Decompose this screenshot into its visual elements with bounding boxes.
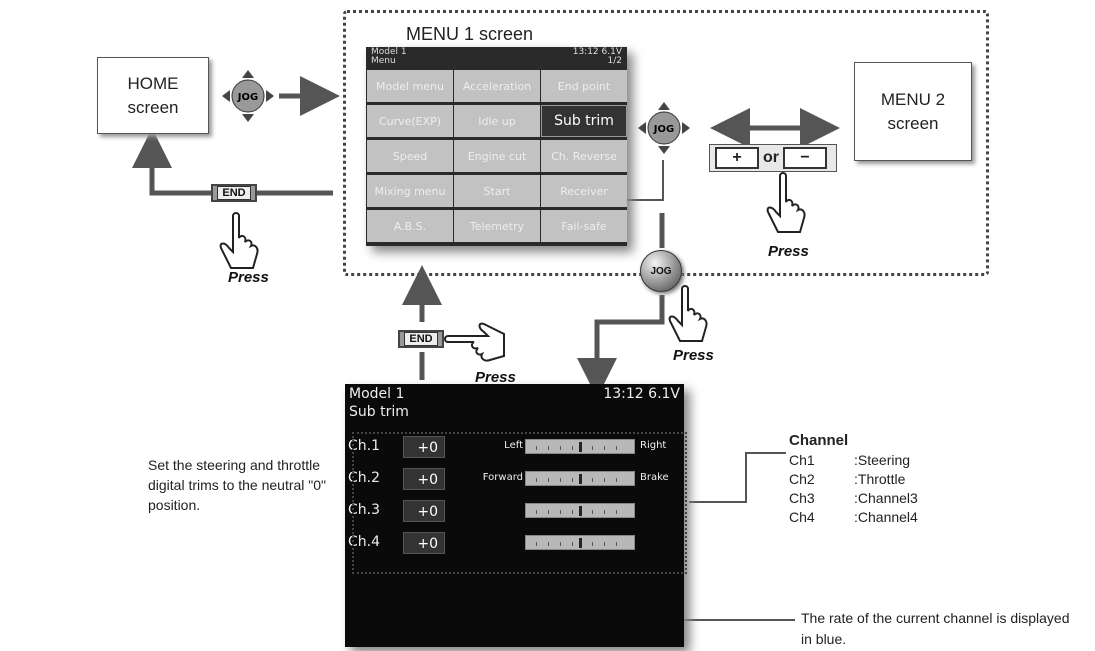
menu1-title: Menu xyxy=(371,56,396,66)
menu-item-mixing-menu[interactable]: Mixing menu xyxy=(367,175,453,207)
home-box-line2: screen xyxy=(127,97,179,117)
minus-key[interactable]: − xyxy=(783,147,827,169)
menu-item-idle-up[interactable]: Idle up xyxy=(454,105,540,137)
menu1-model: Model 1 xyxy=(371,47,407,57)
trim-bar xyxy=(525,471,635,486)
end-button-bottom[interactable]: END xyxy=(398,330,444,348)
legend-key: Ch1 xyxy=(789,452,815,468)
jog-press-label: JOG xyxy=(640,250,682,292)
home-box-line1: HOME xyxy=(127,73,179,93)
menu-item-end-point[interactable]: End point xyxy=(541,70,627,102)
channel-value[interactable]: +0 xyxy=(403,468,445,490)
channel-legend-title: Channel xyxy=(789,432,849,449)
sub-trim-status: 13:12 6.1V xyxy=(603,386,680,402)
jog-dial-icon-right[interactable]: JOG xyxy=(638,102,690,154)
menu-item-ch-reverse[interactable]: Ch. Reverse xyxy=(541,140,627,172)
legend-value: :Channel3 xyxy=(854,490,918,506)
trim-right-label: Brake xyxy=(640,472,669,483)
home-screen-box: HOME screen xyxy=(97,57,209,134)
channel-label: Ch.2 xyxy=(348,470,381,486)
press-label-end: Press xyxy=(475,369,516,386)
legend-key: Ch2 xyxy=(789,471,815,487)
channel-row: Ch.3 +0 xyxy=(345,500,684,524)
pressing-hand-icon-left xyxy=(219,212,259,269)
sub-trim-title: Sub trim xyxy=(349,404,409,420)
menu-item-engine-cut[interactable]: Engine cut xyxy=(454,140,540,172)
menu1-page: 1/2 xyxy=(607,56,622,66)
end-button[interactable]: END xyxy=(211,184,257,202)
end-button-bottom-label: END xyxy=(404,332,438,346)
channel-label: Ch.4 xyxy=(348,534,381,550)
jog-press-icon[interactable]: JOG xyxy=(640,250,682,292)
channel-value[interactable]: +0 xyxy=(403,500,445,522)
menu-item-sub-trim[interactable]: Sub trim xyxy=(541,105,627,137)
menu-item-telemetry[interactable]: Telemetry xyxy=(454,210,540,242)
plus-or-minus-keys: + or − xyxy=(709,144,837,172)
press-label-right: Press xyxy=(768,243,809,260)
menu-item-acceleration[interactable]: Acceleration xyxy=(454,70,540,102)
menu-item-receiver[interactable]: Receiver xyxy=(541,175,627,207)
sub-trim-screen: Model 1 13:12 6.1V Sub trim Ch.1 +0 Left… xyxy=(345,384,684,647)
press-label-left: Press xyxy=(228,269,269,286)
legend-key: Ch3 xyxy=(789,490,815,506)
channel-label: Ch.1 xyxy=(348,438,381,454)
jog-label-right: JOG xyxy=(653,124,674,135)
menu-item-model-menu[interactable]: Model menu xyxy=(367,70,453,102)
channel-row: Ch.2 +0 Forward Brake xyxy=(345,468,684,492)
trim-right-label: Right xyxy=(640,440,667,451)
menu2-screen-box: MENU 2 screen xyxy=(854,62,972,161)
jog-label: JOG xyxy=(237,92,258,103)
trim-bar xyxy=(525,535,635,550)
end-button-label: END xyxy=(217,186,251,200)
pressing-hand-icon-jog xyxy=(668,285,708,342)
legend-row: Ch4 :Channel4 xyxy=(789,508,918,527)
menu1-status: 13:12 6.1V xyxy=(572,47,622,57)
menu-item-start[interactable]: Start xyxy=(454,175,540,207)
channel-label: Ch.3 xyxy=(348,502,381,518)
trim-left-label: Left xyxy=(504,440,523,451)
legend-row: Ch3 :Channel3 xyxy=(789,489,918,508)
press-label-jog: Press xyxy=(673,347,714,364)
pressing-hand-icon xyxy=(766,172,806,233)
legend-row: Ch1 :Steering xyxy=(789,451,918,470)
channel-value[interactable]: +0 xyxy=(403,532,445,554)
legend-row: Ch2 :Throttle xyxy=(789,470,918,489)
trim-bar xyxy=(525,503,635,518)
plus-key[interactable]: + xyxy=(715,147,759,169)
menu2-box-line1: MENU 2 xyxy=(880,89,946,109)
trim-left-label: Forward xyxy=(482,472,523,483)
menu1-screen-label: MENU 1 screen xyxy=(406,24,534,44)
jog-dial-icon[interactable]: JOG xyxy=(222,70,274,122)
sub-trim-model: Model 1 xyxy=(349,386,405,402)
channel-legend: Channel Ch1 :Steering Ch2 :Throttle Ch3 :Ch… xyxy=(789,432,918,527)
rate-note: The rate of the current channel is displ… xyxy=(801,610,1070,647)
or-label: or xyxy=(763,149,779,166)
channel-row: Ch.4 +0 xyxy=(345,532,684,556)
menu-item-fail-safe[interactable]: Fail-safe xyxy=(541,210,627,242)
channel-row: Ch.1 +0 Left Right xyxy=(345,436,684,460)
menu-item-speed[interactable]: Speed xyxy=(367,140,453,172)
legend-key: Ch4 xyxy=(789,509,815,525)
menu-item-curve-exp[interactable]: Curve(EXP) xyxy=(367,105,453,137)
pressing-hand-icon-end xyxy=(444,322,505,362)
instruction-text: Set the steering and throttle digital tr… xyxy=(148,457,327,513)
legend-value: :Channel4 xyxy=(854,509,918,525)
menu-item-abs[interactable]: A.B.S. xyxy=(367,210,453,242)
channels-outline xyxy=(352,432,687,574)
channel-value[interactable]: +0 xyxy=(403,436,445,458)
menu2-box-line2: screen xyxy=(887,113,939,133)
legend-value: :Throttle xyxy=(854,471,906,487)
trim-bar xyxy=(525,439,635,454)
legend-value: :Steering xyxy=(854,452,911,468)
